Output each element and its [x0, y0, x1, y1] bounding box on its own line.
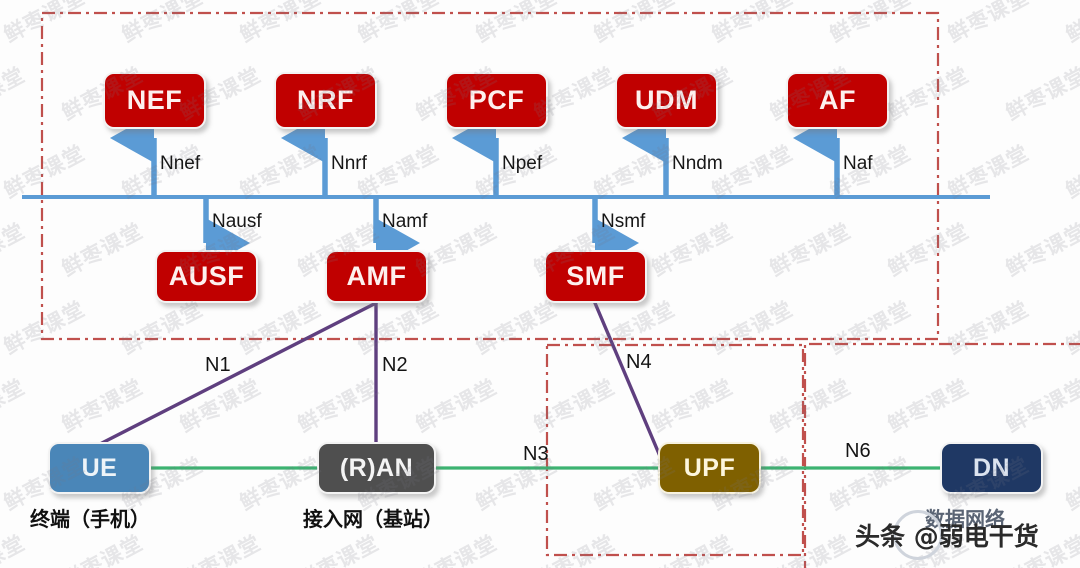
interface-label-nnrf: Nnrf	[331, 153, 367, 174]
node-box-dn[interactable]: DN	[940, 442, 1043, 494]
nf-label-pcf: PCF	[468, 85, 525, 115]
nf-box-amf[interactable]: AMF	[325, 250, 428, 303]
node-label-ran: (R)AN	[339, 453, 414, 482]
caption-ue: 终端（手机）	[30, 507, 150, 531]
brand-circle-decoration	[893, 510, 943, 560]
caption-dn: 数据网络	[925, 507, 1005, 531]
reference-label-n6: N6	[845, 440, 871, 462]
nf-box-udm[interactable]: UDM	[615, 72, 718, 129]
node-box-ran[interactable]: (R)AN	[317, 442, 436, 494]
nf-box-smf[interactable]: SMF	[544, 250, 647, 303]
reference-label-n2: N2	[382, 354, 408, 376]
node-label-ue: UE	[81, 453, 118, 482]
nf-label-nrf: NRF	[297, 85, 354, 115]
nf-box-pcf[interactable]: PCF	[445, 72, 548, 129]
nf-box-nef[interactable]: NEF	[103, 72, 206, 129]
node-box-upf[interactable]: UPF	[658, 442, 761, 494]
reference-label-n3: N3	[523, 443, 549, 465]
nf-label-smf: SMF	[566, 261, 625, 291]
interface-label-naf: Naf	[843, 153, 873, 174]
reference-label-n4: N4	[626, 351, 652, 373]
brand-watermark: 头条 @弱电干货	[855, 522, 1039, 551]
nf-label-ausf: AUSF	[168, 261, 245, 291]
data-network-boundary	[803, 342, 1080, 568]
interface-label-nndm: Nndm	[672, 153, 723, 174]
caption-ran: 接入网（基站）	[303, 507, 443, 531]
n4-link	[593, 301, 667, 470]
nf-label-nef: NEF	[126, 85, 183, 115]
nf-label-amf: AMF	[346, 261, 407, 291]
node-label-upf: UPF	[683, 453, 736, 482]
user-plane-boundary	[545, 343, 805, 557]
interface-label-nnef: Nnef	[160, 153, 201, 174]
interface-label-nsmf: Nsmf	[601, 211, 646, 232]
interface-label-namf: Namf	[382, 211, 428, 232]
control-plane-boundary	[40, 11, 940, 341]
interface-label-npef: Npef	[502, 153, 543, 174]
interface-label-nausf: Nausf	[212, 211, 262, 232]
nf-label-af: AF	[819, 85, 856, 115]
node-label-dn: DN	[972, 453, 1011, 482]
n1-link	[98, 301, 378, 446]
nf-box-nrf[interactable]: NRF	[274, 72, 377, 129]
nf-label-udm: UDM	[635, 85, 698, 115]
reference-label-n1: N1	[205, 354, 231, 376]
nf-box-ausf[interactable]: AUSF	[155, 250, 258, 303]
node-box-ue[interactable]: UE	[48, 442, 151, 494]
nf-box-af[interactable]: AF	[786, 72, 889, 129]
